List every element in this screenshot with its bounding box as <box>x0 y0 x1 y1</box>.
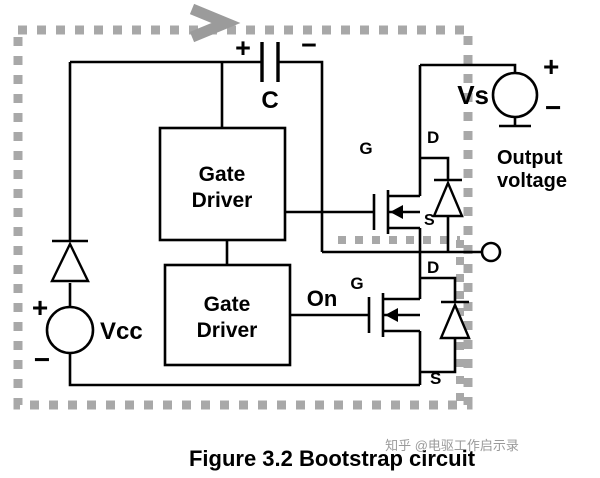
mosfet-low-gate-label: G <box>350 274 363 293</box>
freewheel-diode-low <box>439 300 471 340</box>
output-terminal <box>480 241 502 263</box>
bootstrap-loop-border <box>13 25 473 410</box>
gate-driver-high-label-line1: Gate <box>199 163 246 186</box>
gate-driver-high-box <box>158 126 287 242</box>
capacitor-minus-label: − <box>301 30 317 60</box>
freewheel-diode-high <box>432 178 464 218</box>
on-signal-label: On <box>307 286 338 311</box>
vcc-label: Vcc <box>100 318 143 345</box>
vcc-minus-label: − <box>34 344 50 375</box>
gate-driver-low-box <box>163 263 292 367</box>
vcc-plus-label: + <box>32 292 48 323</box>
gate-driver-low-label-line1: Gate <box>204 293 251 316</box>
mosfet-high-gate-label: G <box>359 139 372 158</box>
output-voltage-label-line2: voltage <box>497 170 567 192</box>
mosfet-low-drain-label: D <box>427 258 439 277</box>
capacitor-plus-label: + <box>235 33 251 63</box>
bootstrap-capacitor <box>260 42 280 82</box>
gate-driver-high-label-line2: Driver <box>192 189 253 212</box>
bootstrap-diode <box>50 239 90 283</box>
gate-driver-low-label-line2: Driver <box>197 319 258 342</box>
capacitor-label: C <box>261 87 278 114</box>
mosfet-high-drain-label: D <box>427 128 439 147</box>
current-direction-arrow-icon <box>189 3 241 43</box>
bootstrap-path <box>338 236 464 401</box>
mosfet-low <box>367 293 398 337</box>
vs-label: Vs <box>457 80 489 110</box>
vs-source <box>491 71 539 119</box>
vs-plus-label: + <box>543 51 559 82</box>
vs-minus-label: − <box>545 92 561 123</box>
mosfet-high-source-label: S <box>424 212 435 229</box>
mosfet-high <box>372 190 403 234</box>
figure-caption: Figure 3.2 Bootstrap circuit <box>189 446 476 471</box>
vcc-source <box>45 305 95 355</box>
circuit-wires <box>68 60 531 387</box>
mosfet-low-source-label: S <box>430 369 441 388</box>
output-voltage-label-line1: Output <box>497 147 563 169</box>
watermark: 知乎 @电驱工作启示录 <box>385 438 519 453</box>
